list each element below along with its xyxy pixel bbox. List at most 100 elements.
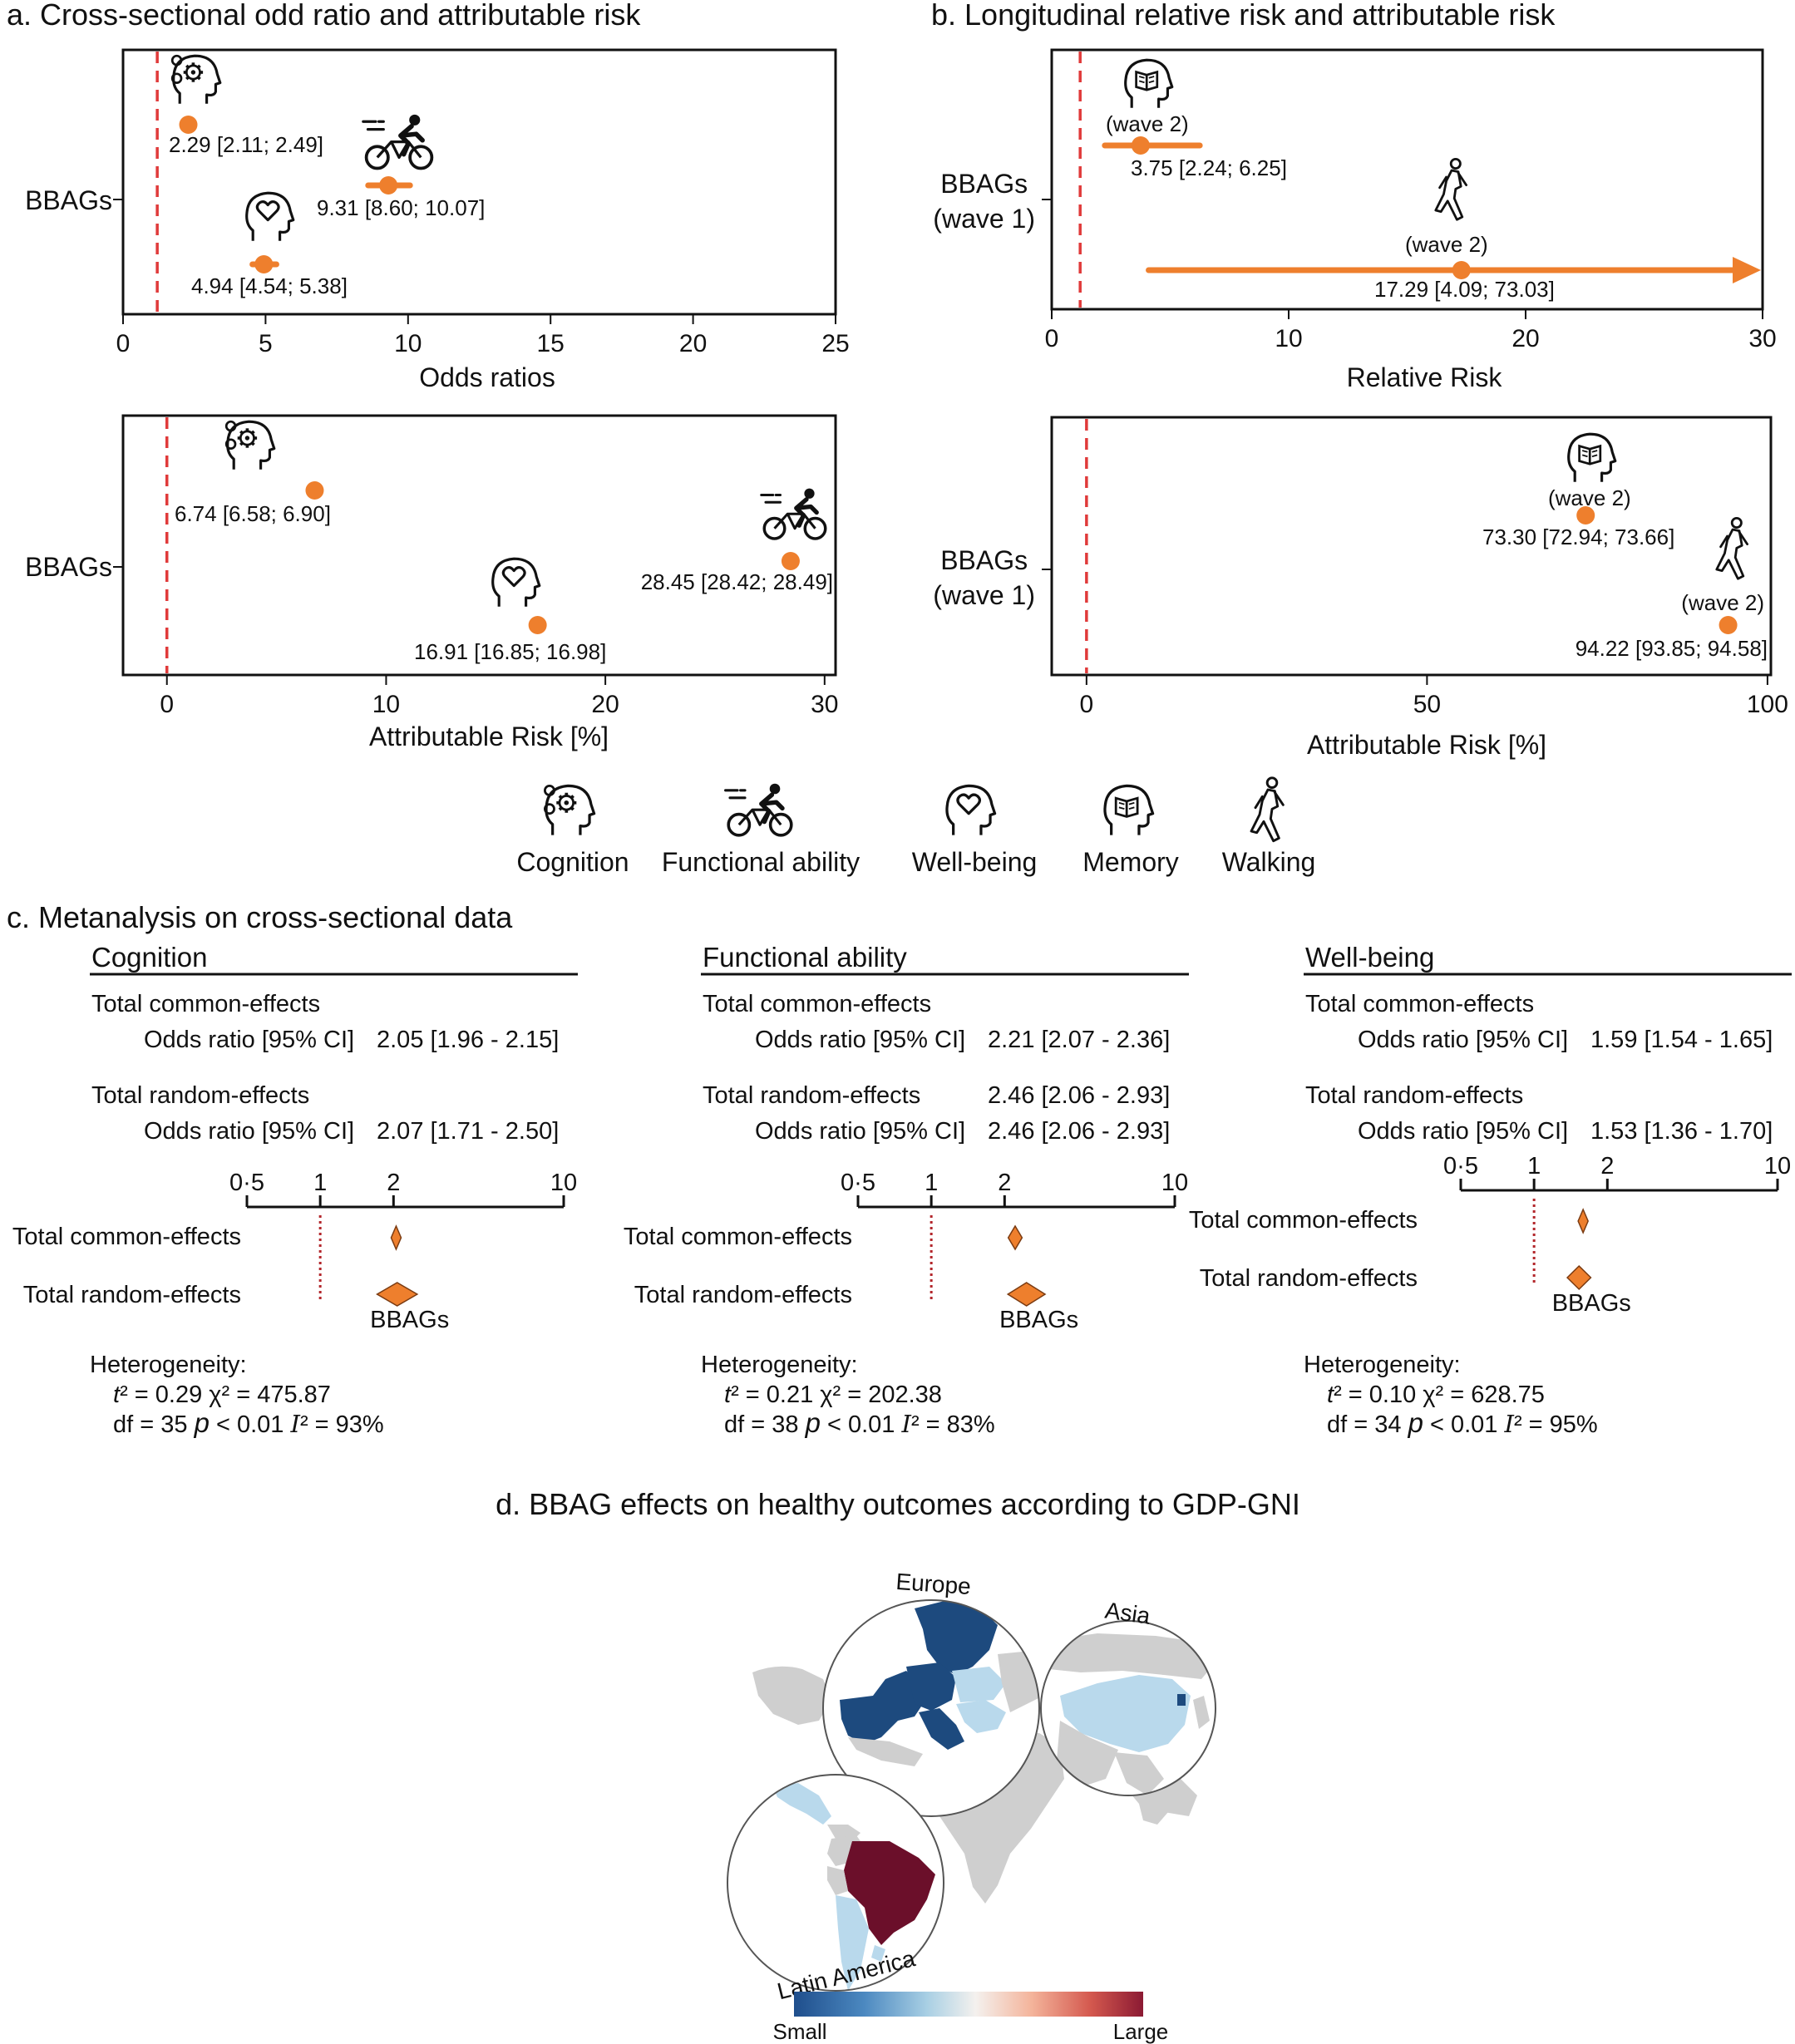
meta-panel-heading: Well-being — [1305, 942, 1434, 973]
random-effects-extra: 2.46 [2.06 - 2.93] — [988, 1082, 1170, 1109]
region-label-asia: Asia — [1103, 1597, 1152, 1628]
common-effects-value: 2.05 [1.96 - 2.15] — [377, 1027, 559, 1053]
ci-arrow — [1733, 257, 1761, 283]
y-label-line2: (wave 1) — [933, 580, 1035, 610]
meta-panel-heading: Cognition — [91, 942, 207, 973]
group-label: BBAGs — [370, 1307, 449, 1333]
forest-tick-label: 1 — [313, 1170, 327, 1196]
data-point — [254, 255, 274, 273]
panel-a-title: a. Cross-sectional odd ratio and attribu… — [7, 0, 641, 32]
attributable-risk-plot-b: BBAGs (wave 1) Attributable Risk [%] (wa… — [933, 416, 1773, 760]
random-effects-label: Total random-effects — [1305, 1082, 1523, 1109]
walking-wave-label: (wave 2) — [1405, 232, 1488, 257]
head-book-icon — [1126, 60, 1172, 108]
walking-ar-wave-label: (wave 2) — [1681, 590, 1764, 615]
x-tick-label: 15 — [537, 330, 565, 357]
head-heart-icon — [947, 786, 995, 835]
cyclist-icon — [762, 489, 826, 539]
odds-ratio-label: Odds ratio [95% CI] — [1358, 1027, 1568, 1053]
group-label: BBAGs — [999, 1307, 1078, 1333]
odds-ratio-label: Odds ratio [95% CI] — [144, 1118, 354, 1145]
wellbeing-or-label: 4.94 [4.54; 5.38] — [191, 273, 348, 298]
functional-or-label: 9.31 [8.60; 10.07] — [317, 195, 485, 220]
walking-ar-label: 94.22 [93.85; 94.58] — [1576, 636, 1768, 661]
odds-ratio-label: Odds ratio [95% CI] — [755, 1118, 965, 1145]
data-point — [1719, 616, 1738, 634]
data-point — [179, 116, 198, 134]
head-book-icon — [1569, 434, 1615, 482]
walker-icon — [1715, 516, 1749, 580]
common-effects-label: Total common-effects — [1305, 991, 1534, 1017]
europe-circle — [822, 1599, 1040, 1817]
x-tick-label: 10 — [394, 330, 422, 357]
land-islands — [1139, 1800, 1168, 1825]
forest-tick-label: 0·5 — [229, 1170, 264, 1196]
x-tick-label: 20 — [679, 330, 707, 357]
forest-tick-label: 0·5 — [1443, 1153, 1478, 1180]
random-effects-value: 1.53 [1.36 - 1.70] — [1590, 1118, 1773, 1145]
x-tick-label: 10 — [1275, 325, 1302, 352]
panel-b-title: b. Longitudinal relative risk and attrib… — [931, 0, 1556, 32]
region-balkans-east — [956, 1700, 1006, 1733]
region-russia-east — [1041, 1633, 1216, 1679]
forest-random-label: Total random-effects — [634, 1282, 852, 1308]
y-label-bbags-wave1: BBAGs (wave 1) — [933, 169, 1035, 234]
x-tick-label: 10 — [372, 691, 400, 718]
x-tick-label: 20 — [1511, 325, 1539, 352]
x-tick-label: 0 — [1045, 325, 1059, 352]
x-label-ar-a: Attributable Risk [%] — [369, 722, 609, 751]
attributable-risk-plot-a: BBAGs Attributable Risk [%] 6.74 [6.58; … — [25, 414, 837, 751]
common-effects-label: Total common-effects — [703, 991, 931, 1017]
head-heart-icon — [247, 193, 293, 241]
y-label-bbags-wave1-ar: BBAGs (wave 1) — [933, 545, 1035, 610]
memory-rr-label: 3.75 [2.24; 6.25] — [1131, 155, 1287, 180]
y-label-line1: BBAGs — [940, 545, 1028, 575]
asia-inset — [1041, 1621, 1216, 1795]
x-tick-label: 30 — [811, 691, 838, 718]
heterogeneity-line1: t² = 0.29 χ² = 475.87 — [113, 1382, 331, 1408]
data-point — [781, 552, 800, 570]
heterogeneity-title: Heterogeneity: — [701, 1352, 858, 1378]
panel-c-title: c. Metanalysis on cross-sectional data — [7, 900, 513, 934]
forest-tick-label: 2 — [387, 1170, 400, 1196]
region-korea — [1177, 1694, 1186, 1706]
cognition-ar-label: 6.74 [6.58; 6.90] — [175, 501, 331, 526]
legend-walking: Walking — [1222, 847, 1316, 877]
forest-tick-label: 10 — [1764, 1153, 1791, 1180]
common-effects-label: Total common-effects — [91, 991, 320, 1017]
common-effects-value: 1.59 [1.54 - 1.65] — [1590, 1027, 1773, 1053]
x-tick-label: 25 — [821, 330, 849, 357]
latin-america-inset — [727, 1775, 944, 1991]
region-mexico — [773, 1783, 831, 1825]
forest-tick-label: 0·5 — [841, 1170, 875, 1196]
region-eastern-europe — [952, 1667, 1006, 1702]
data-point — [528, 616, 547, 634]
x-tick-label: 0 — [1080, 691, 1094, 718]
data-point — [305, 481, 324, 500]
x-tick-label: 50 — [1413, 691, 1441, 718]
legend-memory: Memory — [1082, 847, 1179, 877]
random-effects-label: Total random-effects — [703, 1082, 920, 1109]
heterogeneity-title: Heterogeneity: — [90, 1352, 247, 1378]
x-label-rr: Relative Risk — [1347, 362, 1503, 392]
forest-tick-label: 1 — [925, 1170, 938, 1196]
region-brazil — [844, 1841, 935, 1945]
y-label-line1: BBAGs — [940, 169, 1028, 199]
head-book-icon — [1105, 786, 1153, 835]
odds-ratio-label: Odds ratio [95% CI] — [755, 1027, 965, 1053]
forest-tick-label: 2 — [1600, 1153, 1614, 1180]
wellbeing-ar-label: 16.91 [16.85; 16.98] — [414, 639, 606, 664]
region-southeast-asia — [1114, 1752, 1164, 1795]
cyclist-icon — [363, 115, 432, 169]
random-effects-value: 2.07 [1.71 - 2.50] — [377, 1118, 559, 1145]
heterogeneity-line2: df = 38 p < 0.01 I² = 83% — [724, 1407, 995, 1438]
x-tick-label: 20 — [591, 691, 619, 718]
legend-cognition: Cognition — [516, 847, 629, 877]
